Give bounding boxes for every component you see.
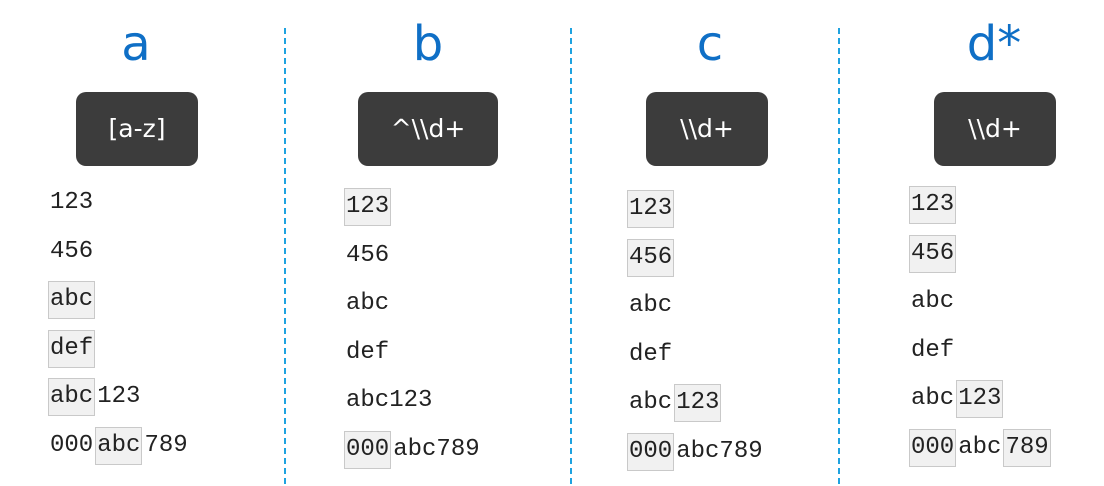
match-highlight: 000 — [627, 432, 675, 471]
sample-text: 123 — [97, 383, 141, 410]
sample-text: abc789 — [393, 435, 480, 463]
sample-text: 123 — [50, 189, 94, 216]
sample-text: 456 — [50, 237, 94, 265]
sample-row: abc — [909, 282, 956, 322]
panel-label: b — [412, 16, 444, 72]
match-highlight: 123 — [627, 190, 675, 228]
panel-label: d* — [966, 16, 1022, 72]
sample-text: 456 — [346, 241, 390, 269]
sample-row: 123 — [909, 185, 957, 225]
sample-row: def — [909, 331, 956, 371]
match-highlight: 456 — [909, 234, 957, 273]
sample-text: abc — [911, 385, 955, 412]
sample-row: 456 — [627, 238, 675, 278]
sample-row: abc123 — [344, 381, 434, 421]
divider-line — [838, 28, 840, 484]
sample-text: abc — [911, 288, 955, 315]
match-highlight: 123 — [956, 380, 1004, 418]
match-highlight: 000 — [344, 430, 392, 469]
sample-row: abc — [48, 280, 96, 320]
sample-text: 000 — [50, 431, 94, 459]
match-highlight: def — [48, 329, 96, 368]
sample-text: abc — [629, 292, 673, 319]
sample-row: 123 — [48, 183, 95, 223]
sample-text: abc123 — [346, 387, 433, 414]
match-highlight: 000 — [909, 428, 957, 467]
match-highlight: abc — [95, 426, 143, 465]
sample-row: 456 — [48, 232, 95, 272]
match-highlight: 789 — [1003, 428, 1051, 467]
regex-pattern-box: ^\\d+ — [358, 92, 498, 166]
match-highlight: 456 — [627, 238, 675, 277]
sample-text: def — [911, 336, 955, 364]
panel-label: a — [121, 16, 151, 72]
sample-row: def — [344, 333, 391, 373]
sample-row: abc — [627, 286, 674, 326]
divider-line — [284, 28, 286, 484]
sample-row: 456 — [909, 234, 957, 274]
sample-row: 123 — [627, 189, 675, 229]
match-highlight: 123 — [674, 384, 722, 422]
regex-pattern-box: \\d+ — [934, 92, 1056, 166]
divider-line — [570, 28, 572, 484]
sample-text: abc — [346, 290, 390, 317]
sample-text: 789 — [144, 431, 188, 459]
panel-label: c — [696, 16, 724, 72]
sample-row: def — [627, 335, 674, 375]
regex-pattern-box: \\d+ — [646, 92, 768, 166]
sample-row: 456 — [344, 236, 391, 276]
sample-text: abc789 — [676, 437, 763, 465]
sample-row: def — [48, 329, 96, 369]
sample-row: abc — [344, 284, 391, 324]
regex-pattern-box: [a-z] — [76, 92, 198, 166]
match-highlight: abc — [48, 378, 96, 416]
sample-text: abc — [958, 433, 1002, 461]
sample-text: def — [629, 340, 673, 368]
match-highlight: 123 — [909, 186, 957, 224]
sample-row: 123 — [344, 187, 392, 227]
sample-text: abc — [629, 389, 673, 416]
match-highlight: abc — [48, 281, 96, 319]
match-highlight: 123 — [344, 188, 392, 226]
sample-text: def — [346, 338, 390, 366]
